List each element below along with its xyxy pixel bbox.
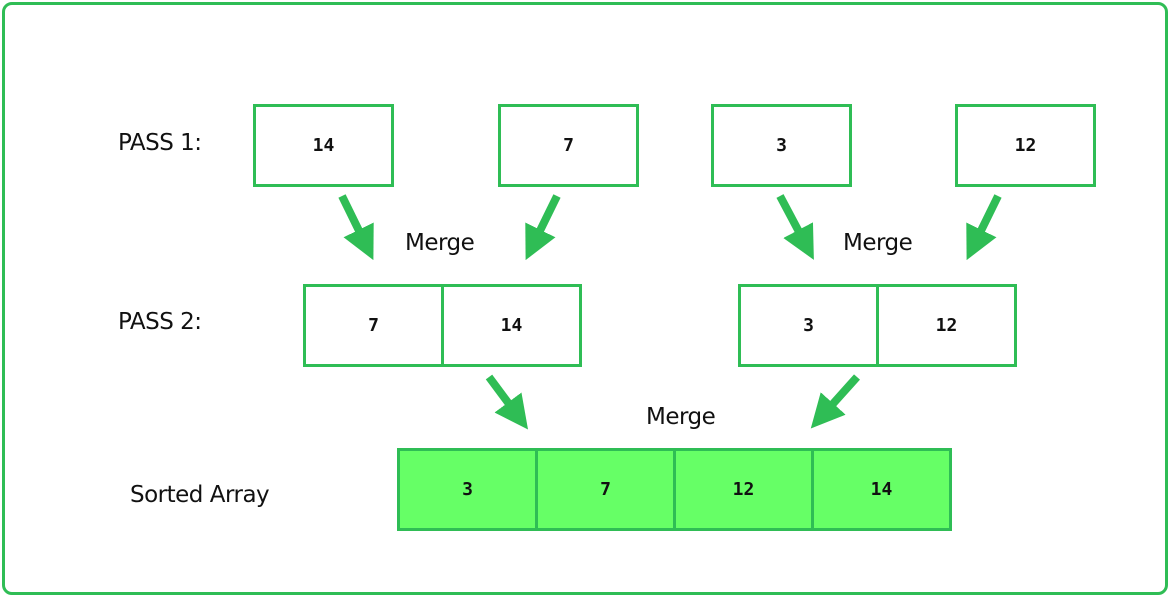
merge-label-bottom: Merge xyxy=(646,404,716,430)
pass2-label: PASS 2: xyxy=(118,309,202,335)
pass2-right-cell-2: 12 xyxy=(876,284,1017,367)
pass1-box-1: 14 xyxy=(253,104,394,187)
arrow-p1-1 xyxy=(338,194,374,261)
pass1-box-4: 12 xyxy=(955,104,1096,187)
arrow-p1-2 xyxy=(525,194,561,261)
sorted-array: 3 7 12 14 xyxy=(397,448,952,531)
arrow-p2-left xyxy=(485,374,529,430)
merge-label-right: Merge xyxy=(843,230,913,256)
pass2-right-cell-1: 3 xyxy=(738,284,879,367)
merge-label-left: Merge xyxy=(405,230,475,256)
pass1-label: PASS 1: xyxy=(118,130,202,156)
sorted-cell-1: 3 xyxy=(397,448,538,531)
pass2-right-group: 3 12 xyxy=(738,284,1017,367)
pass2-left-cell-1: 7 xyxy=(303,284,444,367)
pass1-box-2: 7 xyxy=(498,104,639,187)
arrow-p2-right xyxy=(810,374,860,429)
sorted-cell-4: 14 xyxy=(811,448,952,531)
sorted-array-label: Sorted Array xyxy=(130,482,270,508)
arrow-p1-3 xyxy=(776,194,814,260)
pass2-left-group: 7 14 xyxy=(303,284,582,367)
arrow-p1-4 xyxy=(966,194,1002,261)
pass2-left-cell-2: 14 xyxy=(441,284,582,367)
pass1-box-3: 3 xyxy=(711,104,852,187)
